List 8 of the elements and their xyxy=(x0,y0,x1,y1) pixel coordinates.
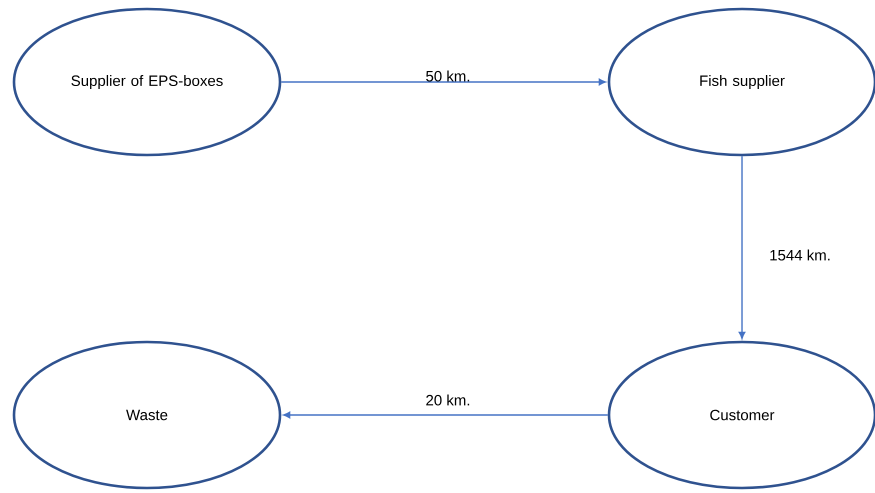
ellipse-node: Waste xyxy=(12,340,282,490)
edge-label: 1544 km. xyxy=(770,250,830,260)
edge-label: 50 km. xyxy=(426,70,470,82)
arrow xyxy=(283,412,608,418)
arrow xyxy=(738,156,746,339)
edge-label: 20 km. xyxy=(426,394,470,406)
arrow xyxy=(281,78,606,86)
ellipse-node: Supplier of EPS-boxes xyxy=(12,8,282,156)
